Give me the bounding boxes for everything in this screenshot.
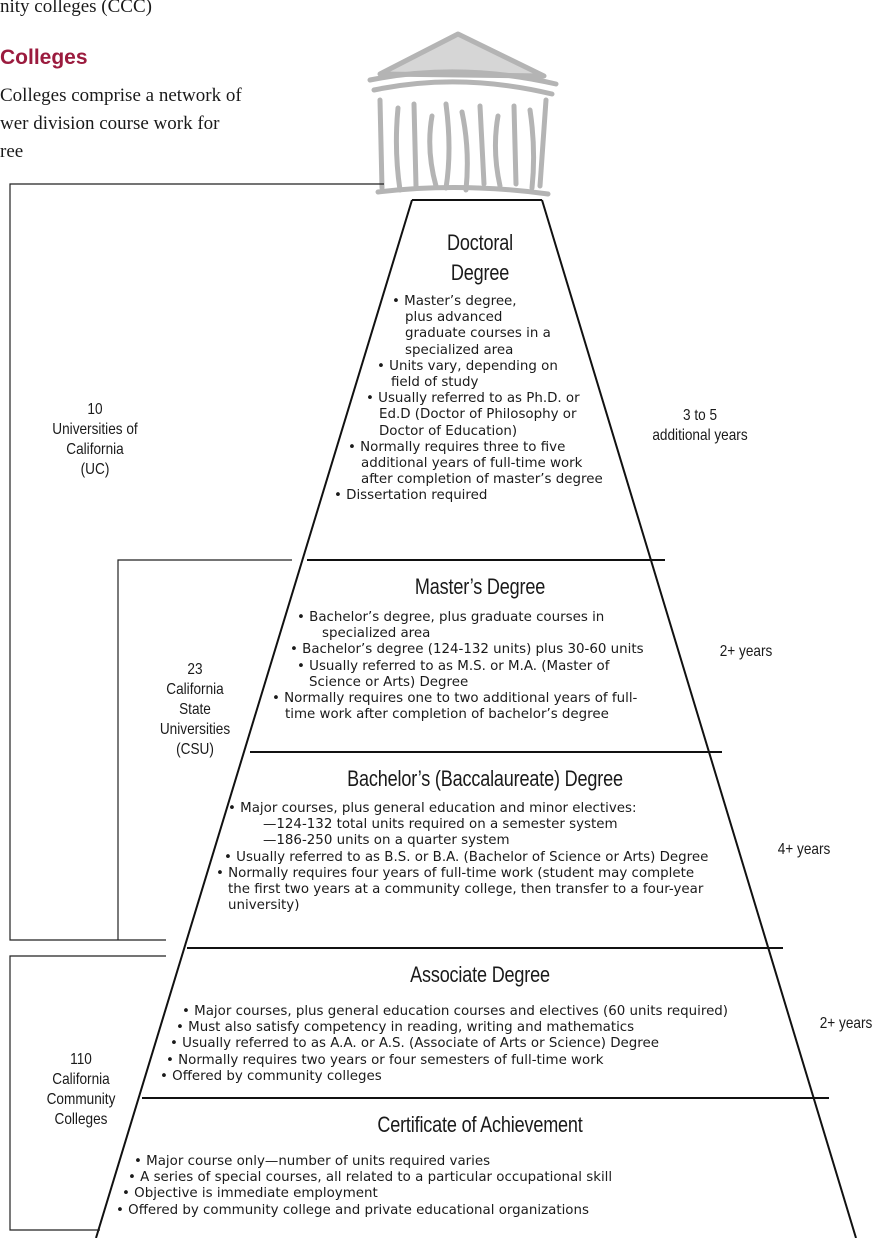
list-item: Doctor of Education) bbox=[379, 423, 518, 439]
associate-title: Associate Degree bbox=[357, 960, 603, 990]
csu-abbrev: (CSU) bbox=[176, 741, 214, 758]
section-body-line: wer division course work for bbox=[0, 113, 220, 134]
list-item: plus advanced bbox=[405, 310, 503, 326]
list-item: • Normally requires four years of full-t… bbox=[216, 865, 695, 881]
tier-title-line: Certificate of Achievement bbox=[377, 1112, 583, 1137]
tier-title-line: Degree bbox=[450, 260, 510, 285]
list-item: • A series of special courses, all relat… bbox=[128, 1170, 613, 1186]
tier-title-line: Doctoral bbox=[447, 230, 513, 255]
csu-system-label: 23 California State Universities (CSU) bbox=[148, 660, 242, 760]
list-item: • Bachelor’s degree, plus graduate cours… bbox=[297, 610, 605, 625]
bachelors-title: Bachelor’s (Baccalaureate) Degree bbox=[317, 764, 653, 794]
doctoral-title: Doctoral Degree bbox=[431, 228, 529, 288]
page-top-line: nity colleges (CCC) bbox=[0, 0, 152, 17]
tier-title-line: Associate Degree bbox=[410, 962, 550, 987]
list-item: —124-132 total units required on a semes… bbox=[263, 817, 618, 833]
list-item: • Normally requires one to two additiona… bbox=[272, 691, 638, 707]
list-item: • Bachelor’s degree (124-132 units) plus… bbox=[290, 642, 644, 658]
list-item: • Objective is immediate employment bbox=[122, 1186, 378, 1202]
masters-years: 2+ years bbox=[704, 642, 789, 662]
bachelors-requirements: • Major courses, plus general education … bbox=[214, 801, 708, 914]
doctoral-years: 3 to 5 additional years bbox=[649, 406, 751, 446]
list-item: the first two years at a community colle… bbox=[228, 882, 704, 898]
years-line: additional years bbox=[652, 427, 748, 444]
csu-name-line: Universities bbox=[159, 721, 231, 738]
list-item: • Offered by community college and priva… bbox=[116, 1202, 589, 1218]
list-item: • Usually referred to as A.A. or A.S. (A… bbox=[170, 1036, 659, 1052]
list-item: additional years of full-time work bbox=[361, 456, 583, 472]
bachelors-years: 4+ years bbox=[762, 840, 847, 860]
list-item: • Usually referred to as B.S. or B.A. (B… bbox=[224, 849, 709, 865]
uc-name-line: California bbox=[66, 441, 124, 458]
list-item: • Normally requires three to five bbox=[348, 439, 566, 455]
section-heading: Colleges bbox=[0, 46, 88, 69]
list-item: • Units vary, depending on bbox=[377, 358, 558, 374]
certificate-requirements: • Major course only—number of units requ… bbox=[116, 1154, 612, 1219]
certificate-title: Certificate of Achievement bbox=[357, 1110, 603, 1140]
section-body-line: Colleges comprise a network of bbox=[0, 85, 242, 106]
tier-title-line: Master’s Degree bbox=[414, 574, 546, 599]
uc-system-label: 10 Universities of California (UC) bbox=[48, 400, 142, 480]
years-line: 2+ years bbox=[819, 1015, 873, 1032]
csu-count: 23 bbox=[187, 661, 203, 678]
list-item: specialized area bbox=[405, 342, 514, 358]
list-item: • Major courses, plus general education … bbox=[182, 1004, 729, 1019]
list-item: • Usually referred to as M.S. or M.A. (M… bbox=[297, 658, 610, 674]
associate-requirements: • Major courses, plus general education … bbox=[160, 1004, 728, 1085]
list-item: • Offered by community colleges bbox=[160, 1068, 382, 1084]
associate-years: 2+ years bbox=[807, 1014, 885, 1034]
doctoral-requirements: • Master’s degree, plus advanced graduat… bbox=[330, 294, 603, 505]
list-item: • Major course only—number of units requ… bbox=[134, 1154, 491, 1169]
list-item: —186-250 units on a quarter system bbox=[263, 833, 510, 849]
list-item: • Usually referred to as Ph.D. or bbox=[366, 391, 580, 407]
list-item: time work after completion of bachelor’s… bbox=[285, 707, 609, 723]
section-body-line: ree bbox=[0, 141, 24, 162]
uc-name-line: Universities of bbox=[52, 421, 138, 438]
masters-requirements: • Bachelor’s degree, plus graduate cours… bbox=[272, 610, 644, 723]
years-line: 2+ years bbox=[719, 643, 773, 660]
list-item: Science or Arts) Degree bbox=[309, 674, 469, 690]
ccc-name-line: Colleges bbox=[54, 1111, 108, 1128]
list-item: specialized area bbox=[322, 626, 431, 642]
pyramid-outline bbox=[95, 199, 857, 1238]
list-item: field of study bbox=[391, 375, 479, 391]
building-columns-icon bbox=[367, 31, 559, 197]
tier-title-line: Bachelor’s (Baccalaureate) Degree bbox=[347, 766, 623, 791]
section-body: Colleges comprise a network of wer divis… bbox=[0, 82, 300, 166]
list-item: university) bbox=[228, 898, 300, 914]
ccc-name-line: Community bbox=[46, 1091, 116, 1108]
list-item: Ed.D (Doctor of Philosophy or bbox=[379, 407, 577, 423]
years-line: 4+ years bbox=[777, 841, 831, 858]
ccc-name-line: California bbox=[52, 1071, 110, 1088]
ccc-system-label: 110 California Community Colleges bbox=[34, 1050, 128, 1130]
ccc-count: 110 bbox=[70, 1051, 92, 1068]
system-brackets bbox=[9, 183, 384, 1231]
list-item: • Major courses, plus general education … bbox=[228, 801, 637, 816]
list-item: • Master’s degree, bbox=[392, 294, 517, 309]
list-item: • Must also satisfy competency in readin… bbox=[176, 1020, 635, 1036]
list-item: • Normally requires two years or four se… bbox=[166, 1052, 604, 1068]
list-item: • Dissertation required bbox=[334, 488, 488, 504]
uc-abbrev: (UC) bbox=[80, 461, 110, 478]
list-item: graduate courses in a bbox=[405, 326, 551, 342]
years-line: 3 to 5 bbox=[682, 407, 718, 424]
csu-name-line: State bbox=[179, 701, 211, 718]
list-item: after completion of master’s degree bbox=[361, 472, 603, 488]
csu-name-line: California bbox=[166, 681, 224, 698]
masters-title: Master’s Degree bbox=[357, 572, 603, 602]
uc-count: 10 bbox=[87, 401, 103, 418]
